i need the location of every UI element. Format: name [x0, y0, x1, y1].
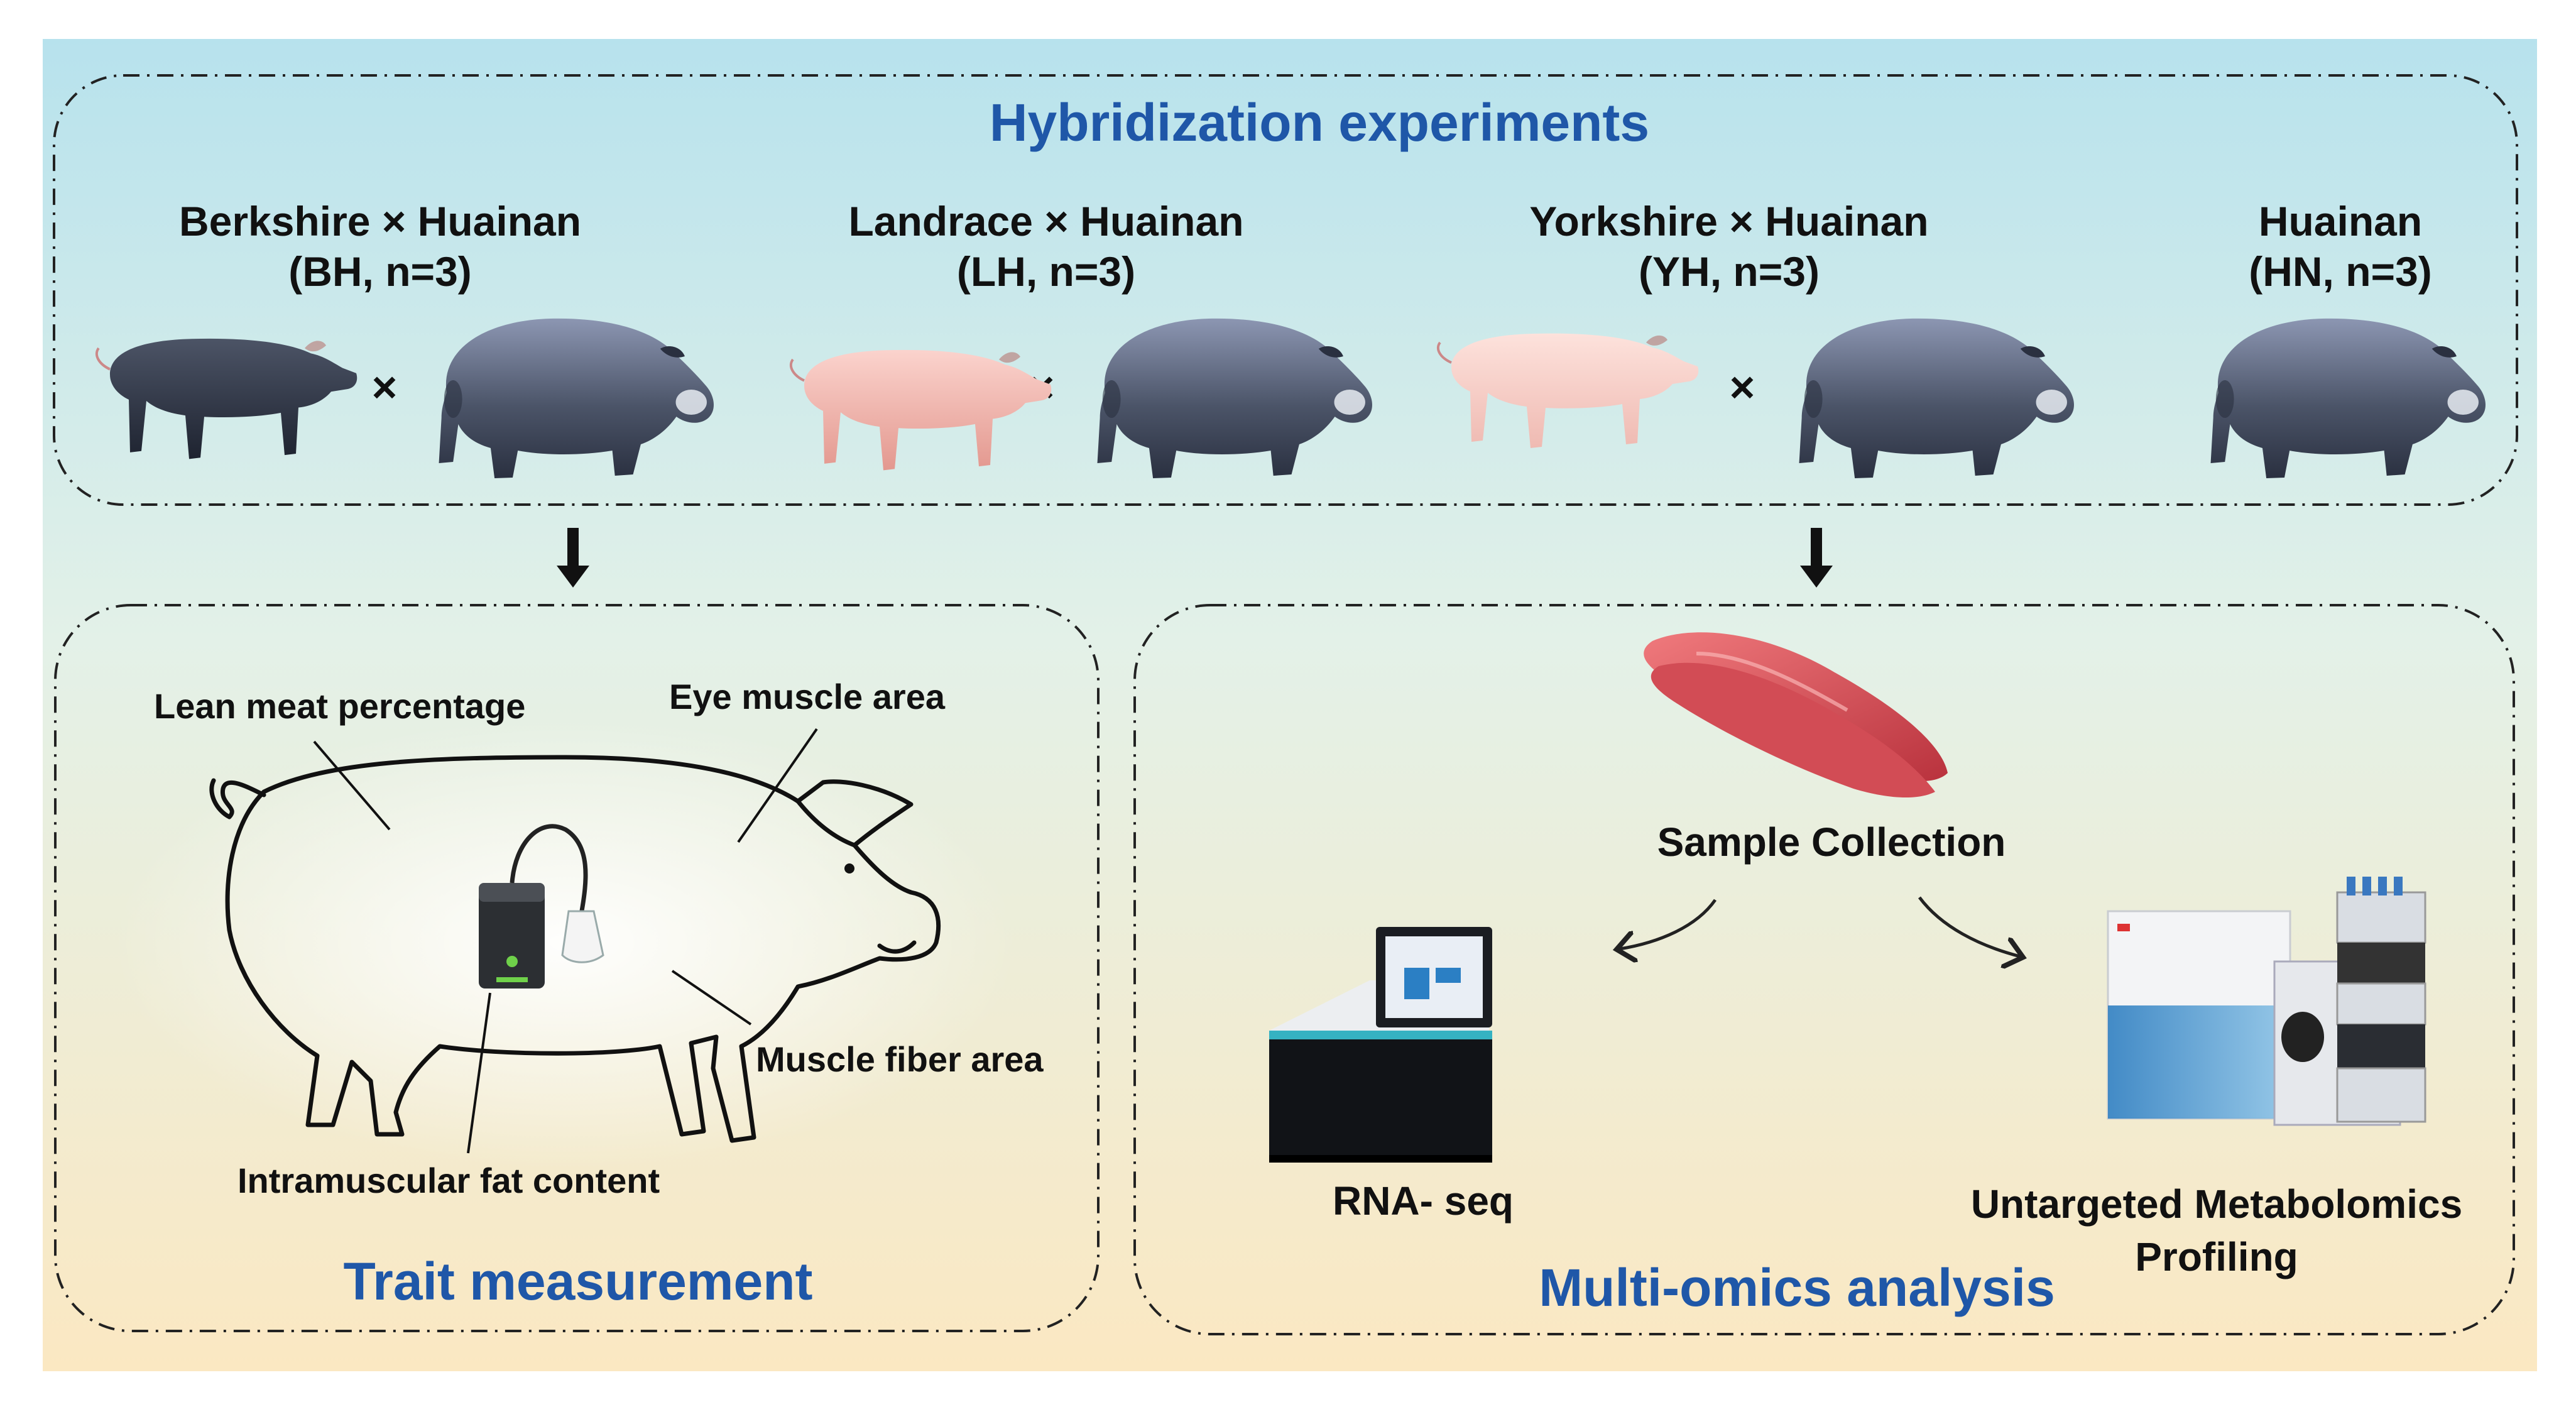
label-eye-muscle: Eye muscle area [669, 677, 946, 716]
group-name-lh: Landrace × Huainan [848, 198, 1243, 244]
cross-symbol-bh: × [372, 363, 398, 412]
group-code-lh: (LH, n=3) [957, 248, 1135, 295]
omics-panel-title: Multi-omics analysis [1539, 1258, 2055, 1317]
metabolomics-label-line1: Untargeted Metabolomics [1971, 1181, 2462, 1227]
trait-panel-title: Trait measurement [344, 1252, 813, 1311]
group-name-yh: Yorkshire × Huainan [1529, 198, 1928, 244]
group-name-hn: Huainan [2259, 198, 2422, 244]
mass-spectrometer-image [2107, 877, 2426, 1126]
metabolomics-label-line2: Profiling [2135, 1234, 2298, 1279]
group-name-bh: Berkshire × Huainan [179, 198, 581, 244]
label-intramuscular-fat: Intramuscular fat content [237, 1161, 660, 1200]
down-arrow-right-icon [1800, 528, 1833, 588]
group-code-hn: (HN, n=3) [2249, 248, 2432, 295]
curved-arrow-right-icon [1918, 896, 2020, 956]
group-code-yh: (YH, n=3) [1639, 248, 1820, 295]
curved-arrow-left-icon [1620, 899, 1717, 949]
meat-sample-image [1644, 632, 1948, 798]
trait-panel-border [54, 604, 1100, 1332]
rna-seq-label: RNA- seq [1333, 1178, 1514, 1224]
sample-collection-label: Sample Collection [1657, 819, 2006, 865]
hybridization-panel: Hybridization experiments Berkshire × Hu… [53, 74, 2518, 506]
group-code-bh: (BH, n=3) [288, 248, 472, 295]
pig-eye [844, 863, 854, 874]
down-arrow-left-icon [557, 528, 589, 588]
ultrasound-device-image [479, 824, 604, 989]
label-muscle-fiber: Muscle fiber area [756, 1039, 1044, 1079]
trait-panel: Lean meat percentage Eye muscle area Mus… [54, 604, 1100, 1332]
cross-symbol-yh: × [1730, 363, 1755, 412]
trait-leader-lines [313, 728, 818, 1154]
pig-outline-drawing [209, 755, 941, 1143]
hybridization-title: Hybridization experiments [990, 93, 1649, 152]
label-lean-meat: Lean meat percentage [154, 686, 525, 726]
hybridization-panel-border [53, 74, 2518, 506]
omics-panel: Sample Collection RNA- seq [1133, 604, 2515, 1335]
rna-sequencer-image [1269, 927, 1492, 1163]
omics-panel-border [1133, 604, 2515, 1335]
